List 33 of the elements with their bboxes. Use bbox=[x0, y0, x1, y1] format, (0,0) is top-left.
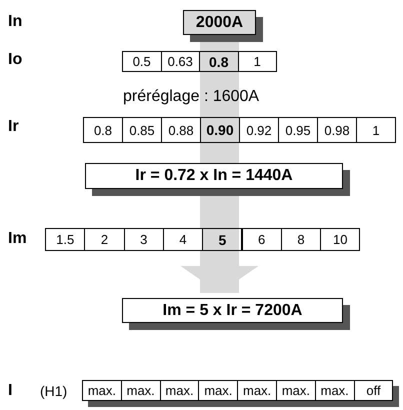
setting-value: 6 bbox=[242, 228, 282, 251]
setting-value: max. bbox=[198, 380, 238, 401]
setting-value: off bbox=[354, 380, 394, 401]
setting-value: 4 bbox=[162, 228, 204, 251]
setting-value: max. bbox=[120, 380, 161, 401]
note-text: (H1) bbox=[40, 384, 68, 398]
setting-value: 10 bbox=[320, 228, 360, 251]
row-label: I bbox=[8, 383, 12, 399]
setting-value: max. bbox=[82, 380, 122, 401]
setting-value: 0.5 bbox=[122, 51, 162, 72]
setting-value: max. bbox=[314, 380, 355, 401]
setting-value: 3 bbox=[124, 228, 164, 251]
setting-value: 0.85 bbox=[122, 117, 162, 143]
row-label: In bbox=[8, 14, 22, 30]
note-text: préréglage : 1600A bbox=[123, 89, 260, 105]
row-label: Io bbox=[8, 52, 22, 68]
setting-value: 1 bbox=[356, 117, 396, 143]
setting-value: 0.63 bbox=[160, 51, 200, 72]
setting-value: max. bbox=[276, 380, 316, 401]
setting-value: 1 bbox=[238, 51, 277, 72]
setting-value: max. bbox=[160, 380, 200, 401]
setting-value: 0.95 bbox=[278, 117, 318, 143]
setting-value: 0.8 bbox=[83, 117, 123, 143]
setting-value: 0.98 bbox=[317, 117, 357, 143]
row-label: Ir bbox=[8, 119, 19, 135]
setting-value: 2 bbox=[84, 228, 125, 251]
setting-value: 0.88 bbox=[161, 117, 201, 143]
setting-value: 0.92 bbox=[239, 117, 279, 143]
setting-value: 1.5 bbox=[45, 228, 86, 251]
setting-value: max. bbox=[237, 380, 277, 401]
selected-setting: 5 bbox=[202, 228, 242, 251]
setting-value: 8 bbox=[280, 228, 322, 251]
row-label: Im bbox=[8, 231, 27, 247]
